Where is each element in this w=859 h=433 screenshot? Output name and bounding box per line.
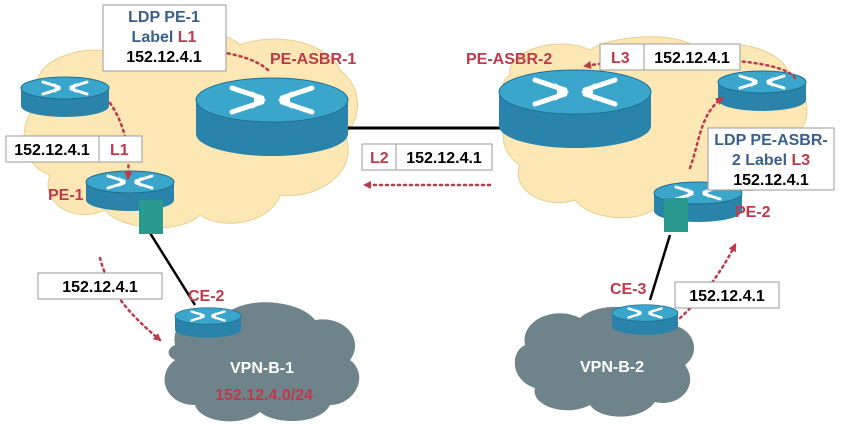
router-icon-ce-2 [173,306,243,339]
pe-1-label: PE-1 [48,187,84,204]
pe-asbr-2-label: PE-ASBR-2 [466,51,552,68]
ldp-box-left-line1: LDP PE-1 [128,9,200,26]
label-stack-right-label: L3 [611,50,630,67]
router-icon-pe-asbr-1 [196,78,348,156]
label-stack-box-center: L2 152.12.4.1 [361,143,493,171]
ce-2-label: CE-2 [188,288,225,305]
pe-2-label: PE-2 [735,204,771,221]
vpn-b-1-label: VPN-B-1 [230,360,294,377]
ip-box-right-text: 152.12.4.1 [689,288,765,305]
vpn-b-2-label: VPN-B-2 [580,359,644,376]
ldp-box-left: LDP PE-1 Label L1 152.12.4.1 [102,4,227,72]
pe2-ce3-link [648,234,672,301]
ip-box-right: 152.12.4.1 [674,281,780,309]
ldp-box-right-line1: LDP PE-ASBR- [714,132,828,149]
label-stack-center-label: L2 [370,150,389,167]
ce-3-label: CE-3 [610,281,647,298]
ldp-box-right: LDP PE-ASBR- 2 Label L3 152.12.4.1 [707,127,835,191]
arrow-icon-ce2-down [98,256,162,342]
label-stack-box-left: 152.12.4.1 L1 [5,135,143,163]
ip-box-left: 152.12.4.1 [37,272,163,300]
label-stack-left-address: 152.12.4.1 [14,142,90,159]
label-stack-box-right: L3 152.12.4.1 [599,43,741,71]
pe1-ce2-link [143,224,197,306]
ldp-box-right-line2: 2 Label L3 [732,152,810,169]
vrf-interface-pe-2 [664,198,688,232]
ip-box-left-text: 152.12.4.1 [62,279,138,296]
ldp-box-left-line2: Label L1 [132,29,197,46]
arrow-icon-ldp-right-up [688,96,724,170]
vpn-b-1-prefix: 152.12.4.0/24 [215,387,313,404]
label-stack-right-address: 152.12.4.1 [654,50,730,67]
router-icon-p-left [19,75,111,119]
label-stack-center-address: 152.12.4.1 [406,150,482,167]
ldp-box-right-line3: 152.12.4.1 [733,172,809,189]
ldp-box-left-line3: 152.12.4.1 [126,49,202,66]
vrf-interface-pe-1 [139,200,163,234]
router-icon-pe-asbr-2 [499,70,651,148]
pe-asbr-1-label: PE-ASBR-1 [270,51,356,68]
label-stack-left-label: L1 [110,142,129,159]
router-icon-ce-3 [610,303,680,336]
